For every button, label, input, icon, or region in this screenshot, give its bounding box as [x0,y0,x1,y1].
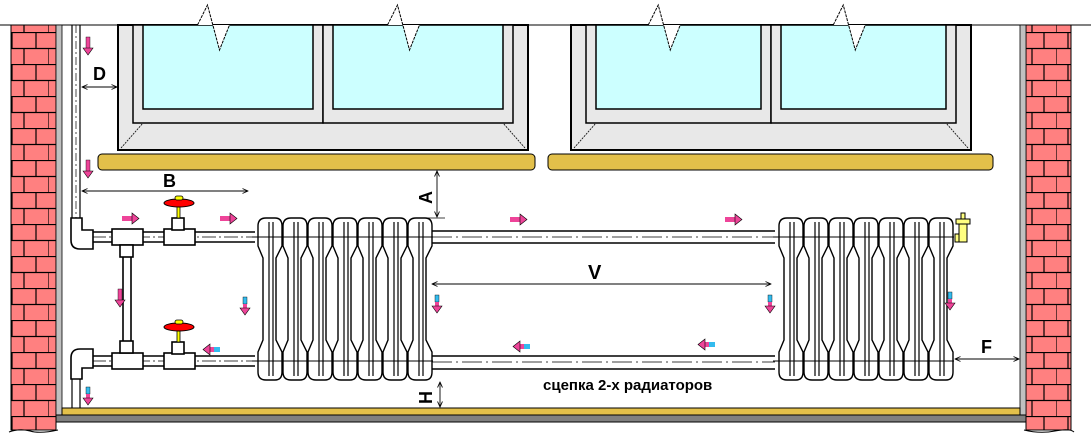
radiator-section [382,217,408,381]
left-brick-wall [8,24,63,433]
radiator-section [332,217,358,381]
cooling-flow-arrow-icon [202,343,220,356]
radiator-section [903,217,929,381]
window-glass [142,24,314,110]
dimension-label-h: H [416,391,436,404]
right-radiator [773,217,954,381]
dimension-label-b: B [163,171,176,191]
lower-elbow [70,348,94,380]
valve-stem [176,329,181,343]
return-valve [163,319,196,370]
cooling-flow-arrow-icon [697,338,715,351]
upper-elbow [70,217,94,250]
valve-bonnet [171,341,185,355]
window-glass [332,24,504,110]
window [547,3,994,171]
upper-coupling-pipe [432,230,775,244]
diagram-caption: сцепка 2-х радиаторов [543,377,712,394]
valve-bonnet [171,217,185,231]
radiator-section [828,217,854,381]
break-mark [387,3,420,52]
floor [55,407,1027,423]
left-radiator [252,217,433,381]
right-brick-wall [1019,24,1075,433]
radiators [252,217,954,381]
hot-flow-arrow-icon [510,213,528,226]
valve-stem [176,205,181,219]
window [97,3,536,171]
radiator-section [853,217,879,381]
valve-cap [174,195,184,201]
lower-tee [111,340,144,370]
hot-flow-arrow-icon [114,288,126,308]
hot-flow-arrow-icon [725,213,743,226]
cooling-flow-arrow-icon [82,386,94,406]
cooling-flow-arrow-icon [764,294,776,314]
radiator-section [282,217,308,381]
radiator-section [878,217,904,381]
dimension-label-a: A [416,191,436,204]
cooling-flow-arrow-icon [944,291,956,311]
flow-arrows [82,36,956,406]
lower-coupling-pipe [432,355,775,370]
windows [97,3,994,171]
coupling-pipes [432,230,775,370]
window-glass [595,24,762,110]
upper-tee [111,228,144,258]
cooling-flow-arrow-icon [239,296,251,316]
hot-flow-arrow-icon [82,36,94,56]
radiator-section [307,217,333,381]
window-sill [97,153,536,171]
radiator-section [257,217,283,381]
radiator-section [928,217,954,381]
break-mark [832,3,866,52]
supply-valve [163,195,196,246]
window-sill [547,153,994,171]
valve-body [163,228,196,246]
riser-pipe [71,25,81,408]
dimension-label-v: V [588,262,602,284]
air-vent-icon [954,212,971,243]
frame-bevel [573,122,969,149]
break-mark [197,3,230,52]
cooling-flow-arrow-icon [512,340,530,353]
radiator-section [778,217,804,381]
radiator-section [407,217,433,381]
frame-bevel [120,122,526,149]
valve-cap [174,319,184,325]
radiator-section [357,217,383,381]
window-glass [780,24,947,110]
piping [70,195,255,380]
dimensions: D B A V H F [82,64,1019,407]
radiator-section [803,217,829,381]
cooling-flow-arrow-icon [431,294,443,314]
dimension-label-f: F [981,337,992,357]
hot-flow-arrow-icon [220,212,238,225]
hot-flow-arrow-icon [122,212,140,225]
hot-flow-arrow-icon [82,159,94,179]
dimension-label-d: D [93,64,106,84]
valve-body [163,352,196,370]
break-mark [647,3,681,52]
